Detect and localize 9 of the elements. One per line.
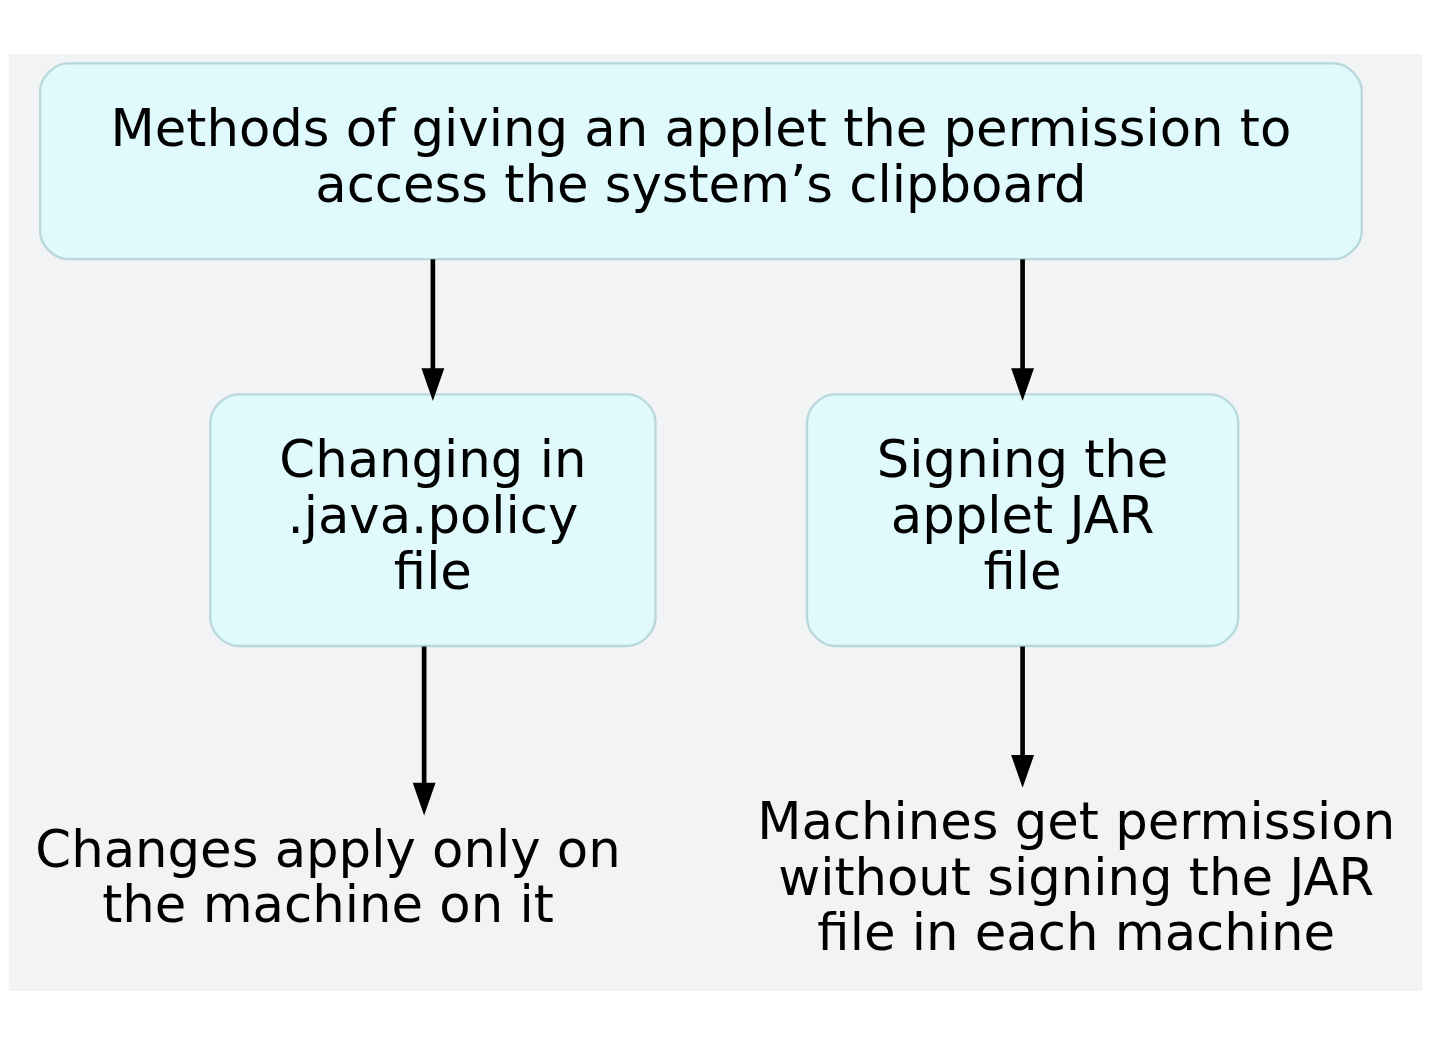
node-box: Methods of giving an applet the permission to access the system’s clipboard (38, 62, 1363, 261)
arrow (1011, 259, 1035, 401)
node-box: Signing the applet JAR file (805, 393, 1240, 648)
node-text: Changes apply only on the machine on it (35, 818, 621, 935)
node-box: Changing in .java.policy file (209, 393, 657, 648)
node-text: Machines get permission without signing the JAR file in each machine (757, 790, 1396, 963)
arrow (421, 259, 445, 401)
arrow (412, 646, 436, 816)
arrow (1011, 646, 1035, 788)
